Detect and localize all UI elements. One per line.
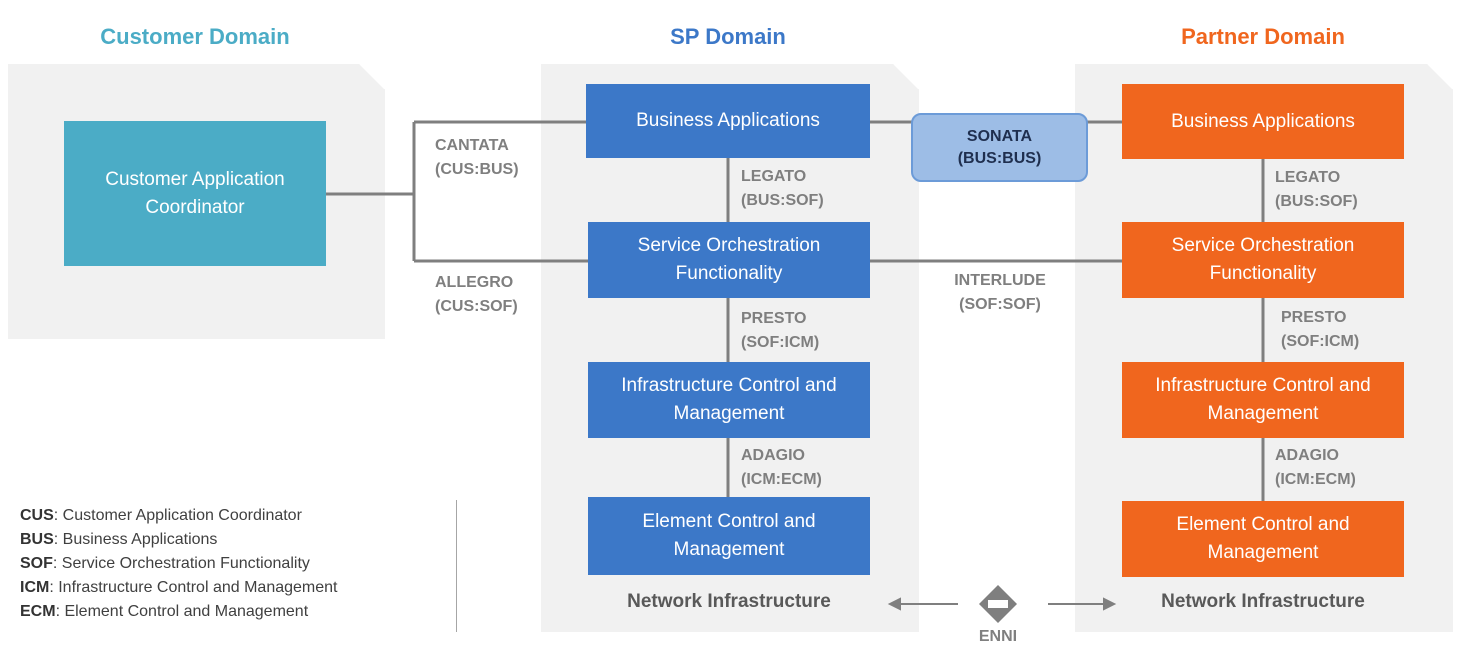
sp-adagio-ref: (ICM:ECM) — [741, 471, 822, 488]
legend-item-sof: SOF: Service Orchestration Functionality — [20, 555, 310, 572]
interlude-interface-label: INTERLUDE (SOF:SOF) — [940, 269, 1060, 317]
sp-business-applications-box: Business Applications — [586, 84, 870, 158]
sp-presto-interface-label: PRESTO (SOF:ICM) — [741, 307, 819, 355]
partner-network-infrastructure-label: Network Infrastructure — [1161, 591, 1365, 612]
partner-element-control-box: Element Control and Management — [1122, 501, 1404, 577]
legend: CUS: Customer Application Coordinator BU… — [20, 504, 337, 624]
partner-sof-label: Service Orchestration Functionality — [1171, 235, 1355, 284]
sp-legato-ref: (BUS:SOF) — [741, 192, 824, 209]
cantata-ref: (CUS:BUS) — [435, 161, 519, 178]
partner-adagio-ref: (ICM:ECM) — [1275, 471, 1356, 488]
partner-service-orchestration-box: Service Orchestration Functionality — [1122, 222, 1404, 298]
partner-infrastructure-control-box: Infrastructure Control and Management — [1122, 362, 1404, 438]
interlude-ref: (SOF:SOF) — [959, 296, 1041, 313]
sp-element-control-box: Element Control and Management — [588, 497, 870, 575]
cantata-interface-label: CANTATA (CUS:BUS) — [435, 134, 519, 182]
allegro-interface-label: ALLEGRO (CUS:SOF) — [435, 271, 518, 319]
partner-presto-interface-label: PRESTO (SOF:ICM) — [1281, 306, 1359, 354]
legend-item-ecm: ECM: Element Control and Management — [20, 603, 309, 620]
partner-bus-label: Business Applications — [1171, 110, 1355, 132]
partner-domain-title: Partner Domain — [1181, 24, 1345, 49]
sp-presto-ref: (SOF:ICM) — [741, 334, 820, 351]
legend-item-cus: CUS: Customer Application Coordinator — [20, 507, 302, 524]
partner-legato-name: LEGATO — [1275, 169, 1341, 186]
enni-label: ENNI — [978, 628, 1018, 645]
legend-item-icm: ICM: Infrastructure Control and Manageme… — [20, 579, 338, 596]
partner-adagio-interface-label: ADAGIO (ICM:ECM) — [1275, 444, 1356, 492]
partner-adagio-name: ADAGIO — [1275, 447, 1339, 464]
partner-business-applications-box: Business Applications — [1122, 84, 1404, 159]
sp-ecm-label: Element Control and Management — [642, 511, 816, 560]
sp-network-infrastructure-label: Network Infrastructure — [627, 591, 831, 612]
enni-icon — [979, 585, 1017, 623]
customer-application-coordinator-box: Customer Application Coordinator — [64, 121, 326, 266]
sonata-ref: (BUS:BUS) — [957, 149, 1042, 167]
sonata-interface-badge: SONATA (BUS:BUS) — [911, 113, 1088, 182]
partner-icm-label: Infrastructure Control and Management — [1155, 375, 1371, 424]
partner-ecm-label: Element Control and Management — [1176, 514, 1350, 563]
sp-bus-label: Business Applications — [636, 110, 820, 131]
customer-application-coordinator-label: Customer Application Coordinator — [105, 168, 285, 218]
sp-adagio-interface-label: ADAGIO (ICM:ECM) — [741, 444, 822, 492]
sp-legato-name: LEGATO — [741, 168, 807, 185]
sp-domain-title: SP Domain — [670, 24, 786, 49]
sp-presto-name: PRESTO — [741, 310, 807, 327]
allegro-ref: (CUS:SOF) — [435, 298, 518, 315]
sp-adagio-name: ADAGIO — [741, 447, 805, 464]
partner-presto-ref: (SOF:ICM) — [1281, 333, 1360, 350]
partner-legato-ref: (BUS:SOF) — [1275, 193, 1358, 210]
partner-legato-interface-label: LEGATO (BUS:SOF) — [1275, 166, 1358, 214]
sp-legato-interface-label: LEGATO (BUS:SOF) — [741, 165, 824, 213]
sp-service-orchestration-box: Service Orchestration Functionality — [588, 222, 870, 298]
interlude-name: INTERLUDE — [954, 272, 1046, 289]
sp-infrastructure-control-box: Infrastructure Control and Management — [588, 362, 870, 438]
cantata-name: CANTATA — [435, 137, 509, 154]
sp-icm-label: Infrastructure Control and Management — [621, 375, 837, 424]
legend-item-bus: BUS: Business Applications — [20, 531, 218, 548]
allegro-name: ALLEGRO — [435, 274, 514, 291]
sp-sof-label: Service Orchestration Functionality — [637, 235, 821, 284]
legend-divider — [456, 500, 457, 632]
partner-presto-name: PRESTO — [1281, 309, 1347, 326]
customer-domain-title: Customer Domain — [100, 24, 290, 49]
sonata-name: SONATA — [966, 127, 1033, 145]
